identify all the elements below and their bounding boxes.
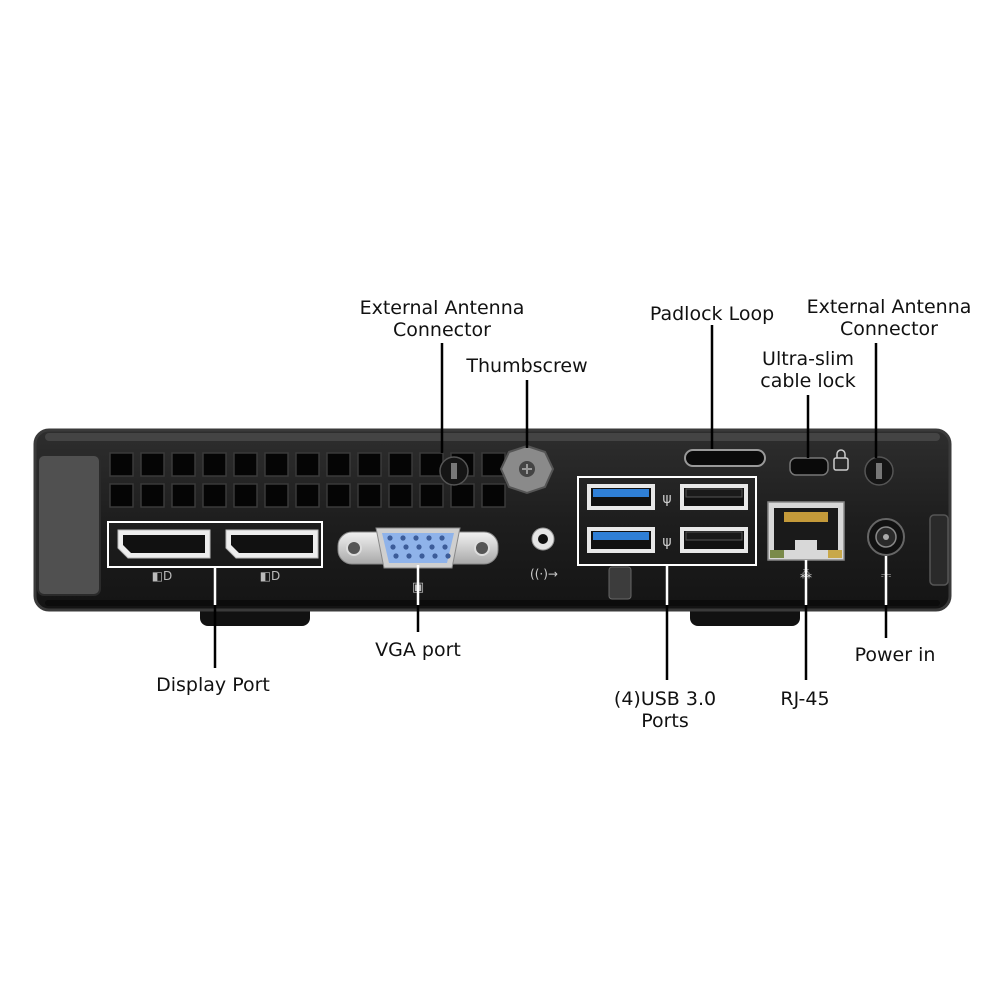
label-cable-lock: Ultra-slim cable lock (760, 348, 856, 392)
display-port-2 (225, 529, 319, 559)
label-external-antenna-left: External Antenna Connector (360, 297, 525, 341)
label-rj45: RJ-45 (780, 688, 829, 710)
right-latch (929, 514, 949, 586)
display-port-1 (117, 529, 211, 559)
vent-hole (419, 483, 444, 508)
usb-tab (608, 566, 632, 600)
usb-port-3 (587, 527, 655, 553)
vga-pin (390, 544, 396, 550)
padlock-loop (684, 449, 766, 467)
vga-pin (400, 535, 406, 541)
vent-hole (140, 452, 165, 477)
label-line: Connector (393, 319, 491, 341)
label-vga-port: VGA port (375, 639, 461, 661)
vent-hole (326, 452, 351, 477)
vent-hole (295, 452, 320, 477)
label-line: Ports (641, 710, 689, 732)
vga-pin (406, 553, 412, 559)
usb-port-4 (680, 527, 748, 553)
vent-hole (450, 483, 475, 508)
vent-hole (388, 483, 413, 508)
vent-hole (140, 483, 165, 508)
vent-hole (233, 483, 258, 508)
vent-hole (109, 483, 134, 508)
vga-pin (387, 535, 393, 541)
usb-port-2 (680, 484, 748, 510)
power-in-jack (867, 518, 905, 556)
label-padlock-loop: Padlock Loop (650, 303, 774, 325)
label-display-port: Display Port (156, 674, 270, 696)
label-power-in: Power in (855, 644, 936, 666)
label-line: cable lock (760, 370, 856, 392)
chassis-top-edge (45, 433, 940, 441)
vga-pin (419, 553, 425, 559)
vga-pin (429, 544, 435, 550)
vent-hole (388, 452, 413, 477)
vent-hole (109, 452, 134, 477)
label-line: Ultra-slim (762, 348, 854, 370)
vent-hole (295, 483, 320, 508)
vga-pin (416, 544, 422, 550)
chassis-bottom-edge (45, 600, 940, 606)
label-line: Padlock Loop (649, 303, 775, 325)
label-line: External Antenna (359, 297, 525, 319)
displayport-icon: ◧D (260, 569, 281, 583)
vga-pin (403, 544, 409, 550)
vent-hole (357, 452, 382, 477)
rj45-port (767, 501, 845, 561)
vent-hole (202, 483, 227, 508)
usb-icon: ψ (662, 491, 671, 507)
vent-hole (264, 483, 289, 508)
vent-hole (357, 483, 382, 508)
label-external-antenna-right: External Antenna Connector (807, 296, 972, 340)
antenna-connector-right (864, 456, 894, 486)
vent-grid (109, 452, 506, 508)
label-line: Display Port (156, 674, 270, 696)
vent-hole (326, 483, 351, 508)
vga-pin (413, 535, 419, 541)
label-line: (4)USB 3.0 (613, 688, 717, 710)
padlock-icon (833, 449, 849, 471)
left-bumper (37, 454, 101, 596)
vga-pin (442, 544, 448, 550)
vent-hole (171, 452, 196, 477)
displayport-icon: ◧D (152, 569, 173, 583)
cable-lock-slot (789, 457, 829, 476)
vent-hole (481, 483, 506, 508)
vga-pin (439, 535, 445, 541)
label-thumbscrew: Thumbscrew (466, 355, 587, 377)
vga-connector (337, 527, 499, 569)
audio-icon: ((·)→ (530, 567, 558, 581)
leader-lines (440, 325, 878, 458)
label-line: Connector (840, 318, 938, 340)
antenna-connector-left (439, 456, 469, 486)
vent-hole (233, 452, 258, 477)
vga-pin (393, 553, 399, 559)
vga-pin (445, 553, 451, 559)
vga-pin (426, 535, 432, 541)
label-line: RJ-45 (780, 688, 830, 710)
label-usb-ports: (4)USB 3.0 Ports (614, 688, 716, 732)
usb-icon: ψ (662, 534, 671, 550)
label-line: VGA port (375, 639, 461, 661)
usb-port-1 (587, 484, 655, 510)
label-line: Thumbscrew (466, 355, 588, 377)
leader-lines-lower (213, 556, 888, 605)
thumbscrew (499, 444, 555, 495)
leader-lines-lower-black (213, 605, 888, 680)
label-line: External Antenna (806, 296, 972, 318)
vent-hole (171, 483, 196, 508)
vga-pin (432, 553, 438, 559)
vent-hole (264, 452, 289, 477)
vent-hole (202, 452, 227, 477)
label-line: Power in (854, 644, 936, 666)
audio-jack (531, 527, 555, 551)
